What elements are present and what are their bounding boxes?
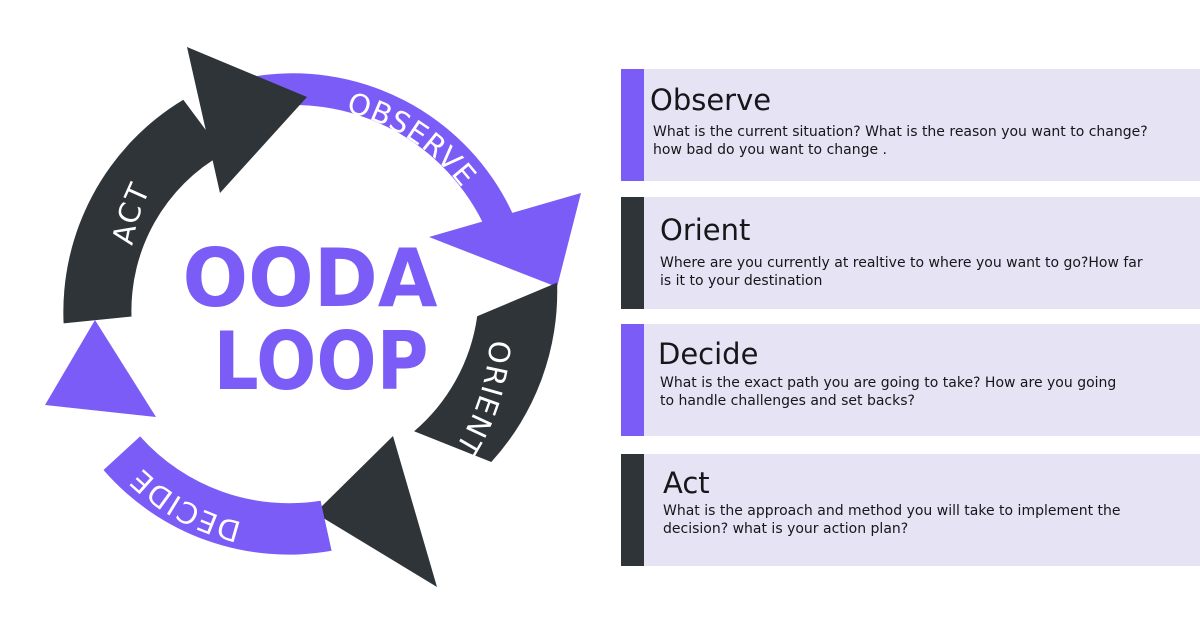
card-observe: Observe What is the current situation? W…	[621, 69, 1200, 181]
card-observe-text-line1: What is the current situation? What is t…	[653, 124, 1148, 140]
card-act: Act What is the approach and method you …	[621, 454, 1200, 566]
card-decide-accent-bar	[621, 324, 644, 436]
card-observe-accent-bar	[621, 69, 644, 181]
card-act-title: Act	[663, 466, 710, 500]
card-decide-text-line1: What is the exact path you are going to …	[660, 375, 1117, 391]
card-observe-text-line2: how bad do you want to change .	[653, 142, 887, 158]
card-decide-title: Decide	[658, 337, 759, 371]
card-orient-accent-bar	[621, 197, 644, 309]
center-title-line1: OODA	[183, 232, 438, 325]
card-decide-text-line2: to handle challenges and set backs?	[660, 393, 915, 409]
card-observe-title: Observe	[650, 83, 772, 117]
ooda-cycle-diagram: OBSERVE ORIENT DECIDE ACT OODA LOOP	[45, 47, 581, 587]
arc-orient-band	[414, 282, 558, 462]
card-act-text-line1: What is the approach and method you will…	[663, 503, 1121, 519]
card-act-text-line2: decision? what is your action plan?	[663, 521, 909, 537]
arc-observe-arrowhead	[429, 193, 581, 287]
card-act-accent-bar	[621, 454, 644, 566]
center-title-line2: LOOP	[214, 315, 429, 408]
arc-orient	[315, 282, 558, 587]
card-orient-title: Orient	[660, 213, 751, 247]
arc-decide-arrowhead	[45, 320, 156, 417]
arc-act-arrowhead	[187, 47, 307, 193]
arc-orient-arrowhead	[315, 436, 437, 587]
arc-act	[63, 47, 307, 324]
label-observe: OBSERVE	[344, 85, 484, 193]
arc-decide-band	[103, 436, 332, 555]
arc-decide	[45, 320, 332, 555]
card-orient-text-line1: Where are you currently at realtive to w…	[660, 255, 1143, 271]
card-decide: Decide What is the exact path you are go…	[621, 324, 1200, 436]
card-orient-text-line2: is it to your destination	[660, 273, 823, 289]
card-orient: Orient Where are you currently at realti…	[621, 197, 1200, 309]
arc-act-band	[63, 99, 224, 324]
